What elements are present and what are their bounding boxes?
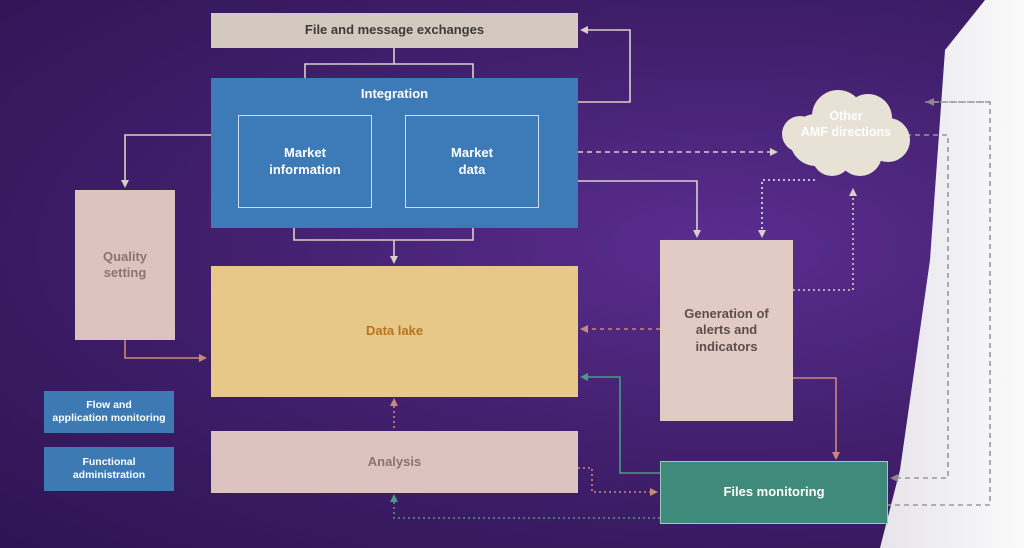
quality-setting-label-2: setting xyxy=(103,265,147,280)
alerts-label-2: alerts and xyxy=(695,322,758,338)
file-exchanges-box: File and message exchanges xyxy=(211,13,578,48)
files-monitoring-box: Files monitoring xyxy=(660,461,888,524)
other-amf-label-2: AMF directions xyxy=(800,125,892,139)
alerts-indicators-box: Generation of alerts and indicators xyxy=(660,240,793,421)
cloud-shape xyxy=(782,90,910,176)
functional-admin-label-2: administration xyxy=(72,469,146,481)
market-information-label-2: information xyxy=(269,161,341,177)
alerts-label-3: indicators xyxy=(695,338,758,354)
functional-admin-label-1: Functional xyxy=(82,455,136,468)
flow-monitoring-label-1: Flow and xyxy=(86,398,132,411)
analysis-box: Analysis xyxy=(211,431,578,493)
alerts-label-1: Generation of xyxy=(684,306,769,322)
data-lake-box: Data lake xyxy=(211,266,578,397)
file-exchanges-label: File and message exchanges xyxy=(304,22,485,38)
market-information-label-1: Market xyxy=(284,145,326,161)
integration-label: Integration xyxy=(360,86,429,101)
other-amf-label-1: Other xyxy=(829,109,863,124)
quality-setting-box: Quality setting xyxy=(75,190,175,340)
data-lake-label: Data lake xyxy=(365,323,424,339)
market-data-box: Market data xyxy=(405,115,539,208)
market-information-box: Market information xyxy=(238,115,372,208)
files-monitoring-label: Files monitoring xyxy=(723,484,825,500)
flow-monitoring-box: Flow and application monitoring xyxy=(44,391,174,433)
other-amf-label: Other AMF directions xyxy=(776,100,916,150)
integration-box: Integration xyxy=(211,78,578,228)
flow-monitoring-label-2: application monitoring xyxy=(52,412,166,424)
functional-admin-box: Functional administration xyxy=(44,447,174,491)
analysis-label: Analysis xyxy=(367,453,422,469)
quality-setting-label-1: Quality xyxy=(102,248,148,264)
market-data-label-2: data xyxy=(458,161,486,177)
market-data-label-1: Market xyxy=(451,145,493,161)
